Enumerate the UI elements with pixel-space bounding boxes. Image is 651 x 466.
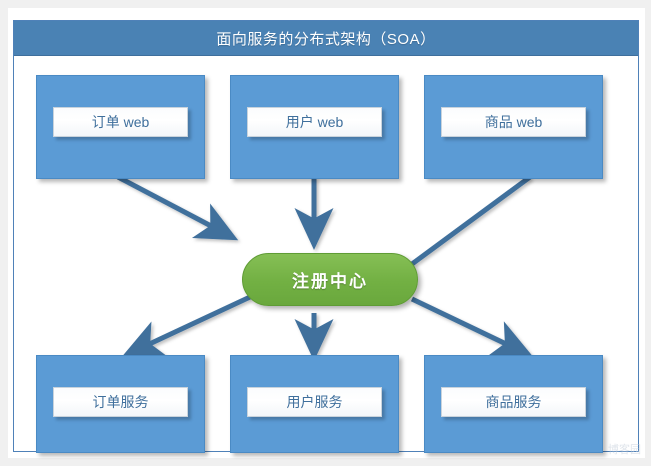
- connector-registry-to-order-service: [121, 294, 252, 357]
- node-registry-center[interactable]: 注册中心: [242, 253, 418, 306]
- connector-product-web-to-registry: [410, 174, 532, 267]
- node-product-service-label: 商品服务: [441, 387, 586, 417]
- node-user-web-label: 用户 web: [247, 107, 382, 137]
- node-product-service[interactable]: 商品服务: [424, 355, 603, 453]
- node-order-web-label: 订单 web: [53, 107, 188, 137]
- diagram-panel: 面向服务的分布式架构（SOA）: [13, 20, 640, 453]
- panel-title: 面向服务的分布式架构（SOA）: [216, 30, 436, 48]
- node-user-web[interactable]: 用户 web: [230, 75, 399, 179]
- diagram-canvas: 订单 web 用户 web 商品 web 注册中心 订单服务 用户服务 商品服务: [14, 57, 640, 453]
- diagram-card: 面向服务的分布式架构（SOA）: [8, 8, 645, 458]
- node-order-service[interactable]: 订单服务: [36, 355, 205, 453]
- connector-order-web-to-registry: [116, 174, 239, 241]
- node-order-web[interactable]: 订单 web: [36, 75, 205, 179]
- panel-title-bar: 面向服务的分布式架构（SOA）: [14, 21, 638, 56]
- node-product-web[interactable]: 商品 web: [424, 75, 603, 179]
- node-user-service[interactable]: 用户服务: [230, 355, 399, 453]
- node-user-service-label: 用户服务: [247, 387, 382, 417]
- watermark-text: 博客园: [608, 444, 641, 456]
- node-order-service-label: 订单服务: [53, 387, 188, 417]
- connector-registry-to-product-service: [410, 296, 534, 358]
- node-product-web-label: 商品 web: [441, 107, 586, 137]
- node-registry-center-label: 注册中心: [292, 272, 368, 291]
